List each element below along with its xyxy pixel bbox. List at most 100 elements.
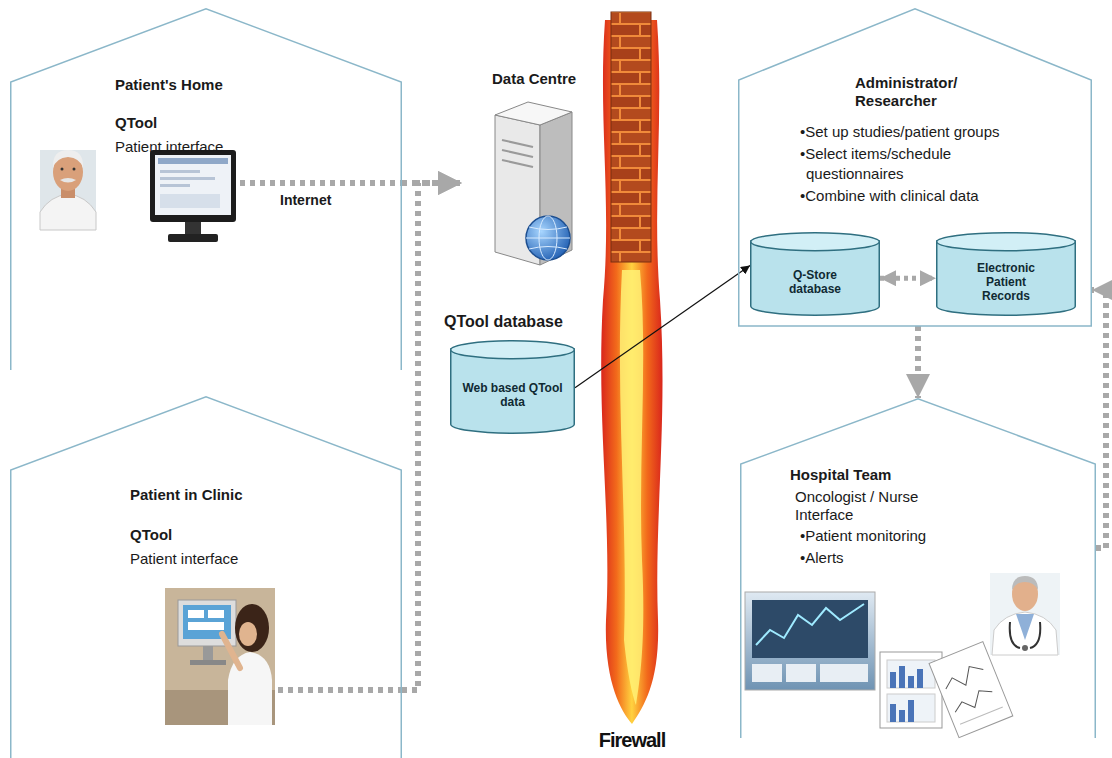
- chart-printouts-part: [887, 694, 935, 722]
- cylinder-top: [451, 341, 575, 359]
- doctor-photo-part: [1012, 577, 1038, 611]
- clinic-photo-part: [188, 622, 224, 630]
- app-description: Patient interface: [130, 550, 350, 568]
- house-outline: [11, 9, 402, 370]
- text-holder: Data Centre: [492, 70, 590, 88]
- clinic-photo-part: [222, 634, 240, 668]
- text-holder: Patient's Home: [115, 76, 335, 94]
- edge-label: Internet: [280, 192, 331, 209]
- database-heading: QTool database: [444, 312, 584, 331]
- server-icon-part: [502, 160, 533, 167]
- connector: [402, 180, 462, 186]
- patient-photo-part: [40, 150, 96, 230]
- chart-printouts-part-part: [929, 642, 1013, 738]
- computer-monitor-part: [185, 222, 201, 234]
- text-holder: QTool: [115, 114, 335, 132]
- server-icon-part: [502, 150, 533, 157]
- computer-monitor-part: [150, 150, 236, 222]
- chart-printouts: [880, 642, 1013, 738]
- chart-printouts-part: [899, 666, 905, 688]
- computer-monitor-part: [160, 194, 220, 208]
- server-icon-part: [529, 227, 567, 249]
- location-house: Patient in ClinicQToolPatient interface: [10, 396, 402, 758]
- patient-photo-part: [61, 168, 64, 171]
- clinic-photo-part: [203, 646, 213, 660]
- connector: [1092, 290, 1106, 548]
- cylinder-outline: [450, 312, 575, 434]
- monitoring-screenshot-part: [756, 604, 864, 645]
- chart-printouts-part: [890, 704, 896, 722]
- cylinder-body: [751, 241, 880, 315]
- chart-printouts-part: [887, 660, 935, 688]
- house-outline: [10, 396, 402, 758]
- computer-monitor-part: [158, 158, 228, 164]
- house-outline: [11, 397, 402, 758]
- chart-printouts-part: [908, 700, 914, 722]
- connector: [880, 276, 936, 281]
- text-holder: Web based QTool data: [460, 381, 565, 409]
- patient-photo-part: [60, 178, 76, 183]
- bullet-item: •Patient monitoring: [800, 526, 1020, 546]
- doctor-photo-part: [992, 612, 1058, 655]
- server-icon-part: [502, 140, 533, 147]
- chart-printouts-part: [908, 676, 914, 688]
- computer-monitor-part: [160, 184, 190, 187]
- doctor-photo-part: [1012, 576, 1038, 590]
- network-wire-part: [278, 687, 402, 693]
- patient-photo-part: [53, 150, 83, 168]
- cylinder-top: [937, 233, 1076, 251]
- clinic-photo-part: [165, 588, 275, 725]
- patient-photo-part: [40, 194, 96, 230]
- interface-name: Oncologist / Nurse Interface: [795, 488, 945, 524]
- connector: [915, 326, 921, 398]
- doctor-photo-part: [1010, 622, 1041, 648]
- text-holder: Hospital Team: [790, 466, 1010, 484]
- text-holder: QTool: [130, 526, 350, 544]
- monitoring-screenshot-part: [752, 664, 782, 682]
- bullet-item: •Combine with clinical data: [800, 186, 1025, 206]
- cylinder-body: [451, 349, 575, 433]
- monitoring-screenshot-part: [786, 664, 816, 682]
- text-holder: •Alerts: [800, 548, 1020, 568]
- app-name: QTool: [115, 114, 335, 132]
- text-holder: •Set up studies/patient groups: [800, 122, 1025, 142]
- app-name: QTool: [130, 526, 350, 544]
- doctor-photo-part: [990, 573, 1060, 655]
- connector: [402, 183, 462, 690]
- house-outline: [10, 8, 402, 370]
- text-holder: Patient interface: [115, 138, 335, 156]
- computer-monitor: [150, 150, 236, 242]
- chart-printouts-part: [890, 672, 896, 688]
- monitoring-screenshot-part: [820, 664, 868, 682]
- bullet-item: •Alerts: [800, 548, 1020, 568]
- cylinder-body: [937, 241, 1076, 315]
- chart-printouts-part-part: [951, 686, 995, 715]
- bullet-item: •Select items/schedule questionnaires: [800, 144, 1025, 184]
- cylinder-top: [751, 233, 880, 251]
- patient-photo: [40, 150, 96, 230]
- server-icon-part: [526, 216, 570, 260]
- text-holder: Patient interface: [130, 550, 350, 568]
- house-heading: Hospital Team: [790, 466, 1010, 484]
- database-label: Q-Store database: [775, 268, 855, 296]
- firewall-illustration-part: [611, 12, 651, 262]
- house-outline: [739, 9, 1092, 326]
- text-holder: Q-Store database: [775, 268, 855, 296]
- server-icon-part: [495, 102, 572, 125]
- firewall-label: Firewall: [582, 728, 682, 752]
- text-holder: QTool database: [444, 312, 584, 331]
- clinic-photo-part: [239, 622, 257, 646]
- chart-printouts-part: [899, 710, 905, 722]
- monitoring-screenshot-part: [752, 600, 868, 658]
- clinic-photo-part: [188, 610, 204, 618]
- database-label: Electronic Patient Records: [961, 261, 1051, 303]
- monitoring-screenshot: [745, 592, 875, 690]
- clinic-photo-part: [235, 604, 269, 652]
- app-description: Patient interface: [115, 138, 335, 156]
- database-cylinder: Q-Store database: [750, 232, 880, 316]
- location-house: Patient's HomeQToolPatient interface: [10, 8, 402, 370]
- computer-monitor-part: [168, 234, 218, 242]
- computer-monitor-part: [160, 177, 215, 180]
- chart-printouts-part-part: [960, 707, 1003, 724]
- text-holder: Patient in Clinic: [130, 486, 350, 504]
